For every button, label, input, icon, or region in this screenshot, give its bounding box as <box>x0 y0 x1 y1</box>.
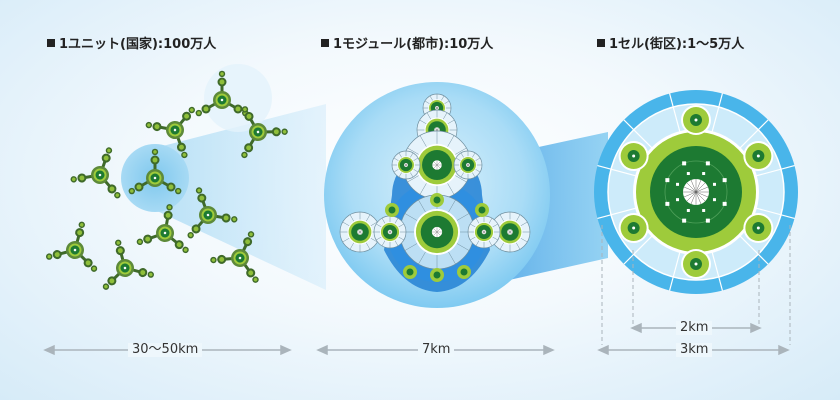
module-diagram <box>324 82 550 308</box>
module-satellite <box>430 193 444 207</box>
bullet-square-icon <box>597 39 605 47</box>
city-cluster <box>70 147 121 199</box>
cell-satellite-park <box>681 105 711 135</box>
module-satellite <box>403 265 417 279</box>
cell-satellite-park <box>743 141 774 171</box>
module-title-text: 1モジュール(都市):10万人 <box>333 37 494 52</box>
module-city-cell <box>453 150 483 180</box>
module-satellite <box>430 268 444 282</box>
module-satellite <box>385 203 399 217</box>
unit-clusters <box>46 70 288 290</box>
city-cluster <box>145 106 195 159</box>
module-city-cell <box>402 130 472 200</box>
city-cluster <box>195 70 249 117</box>
cell-diagram <box>594 90 798 294</box>
module-satellite <box>457 265 471 279</box>
module-city-cell <box>467 215 501 249</box>
cell-title: 1セル(街区):1〜5万人 <box>597 33 744 52</box>
module-city-cell <box>391 150 421 180</box>
city-cluster <box>136 204 189 254</box>
cell-satellites <box>618 105 774 279</box>
module-cells <box>339 93 531 282</box>
module-city-cell <box>373 215 407 249</box>
city-cluster <box>187 187 238 239</box>
bullet-square-icon <box>321 39 329 47</box>
city-cluster <box>128 148 182 195</box>
module-dimension-label: 7km <box>418 343 455 357</box>
city-cluster <box>241 106 288 159</box>
cell-inner-dimension-label: 2km <box>676 321 713 335</box>
cell-satellite-park <box>618 213 649 243</box>
bullet-square-icon <box>47 39 55 47</box>
cell-title-text: 1セル(街区):1〜5万人 <box>609 37 745 52</box>
unit-dimension-label: 30〜50km <box>128 343 203 357</box>
cell-spokes <box>597 93 795 291</box>
cell-extension-lines <box>601 225 791 345</box>
module-city-cell <box>339 211 381 253</box>
cell-outer-dimension-label: 3km <box>676 343 713 357</box>
cell-satellite-park <box>743 213 774 243</box>
city-cluster <box>102 239 154 290</box>
cell-satellite-park <box>618 141 649 171</box>
cell-core <box>665 161 727 223</box>
zoom-beam-unit-to-module <box>155 104 326 290</box>
city-cluster <box>46 221 98 272</box>
cell-satellite-park <box>681 249 711 279</box>
module-title: 1モジュール(都市):10万人 <box>321 33 493 52</box>
module-city-cell <box>489 211 531 253</box>
unit-diagram <box>46 64 288 290</box>
city-cluster <box>210 231 259 283</box>
unit-title: 1ユニット(国家):100万人 <box>47 33 216 52</box>
unit-title-text: 1ユニット(国家):100万人 <box>59 37 217 52</box>
module-satellite <box>475 203 489 217</box>
